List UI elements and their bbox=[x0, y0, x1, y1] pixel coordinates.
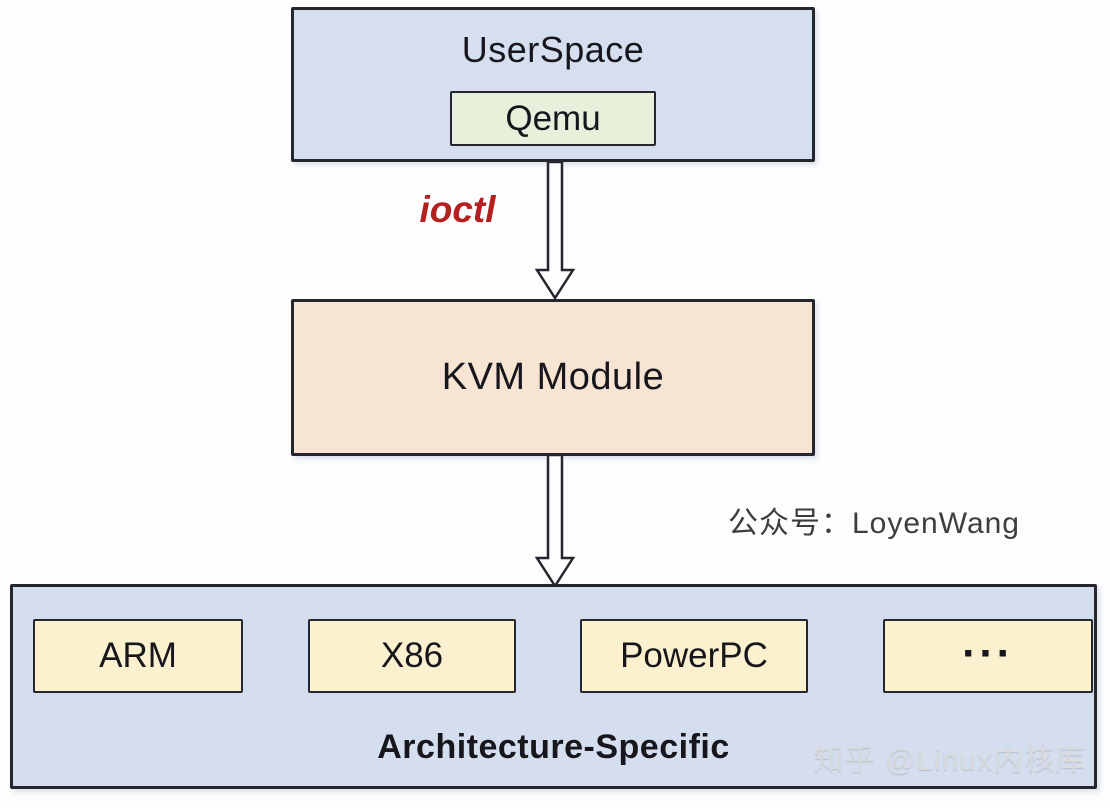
architecture-specific-box: ARM X86 PowerPC ... Architecture-Specifi… bbox=[10, 584, 1097, 789]
qemu-box: Qemu bbox=[450, 91, 656, 146]
kvm-module-label: KVM Module bbox=[441, 356, 665, 398]
arch-item-more: ... bbox=[883, 617, 1093, 693]
wechat-credit-text: 公众号：LoyenWang bbox=[728, 507, 1020, 540]
ellipsis-icon: ... bbox=[962, 617, 1014, 667]
arch-item-arm: ARM bbox=[33, 619, 243, 693]
kvm-module-box: KVM Module bbox=[291, 299, 815, 456]
down-arrow-icon bbox=[534, 161, 576, 300]
userspace-box: UserSpace Qemu bbox=[291, 7, 815, 162]
arch-item-powerpc-label: PowerPC bbox=[620, 636, 768, 675]
qemu-label: Qemu bbox=[505, 98, 601, 138]
arch-item-x86: X86 bbox=[308, 619, 516, 693]
arch-item-x86-label: X86 bbox=[380, 636, 444, 675]
architecture-specific-label: Architecture-Specific bbox=[377, 727, 730, 766]
arch-item-powerpc: PowerPC bbox=[580, 619, 808, 693]
zhihu-watermark: 知乎 @Linux内核库 bbox=[813, 744, 1086, 777]
ioctl-label: ioctl bbox=[419, 189, 496, 230]
userspace-label: UserSpace bbox=[461, 29, 645, 70]
down-arrow-icon bbox=[534, 454, 576, 588]
arch-item-arm-label: ARM bbox=[99, 636, 177, 675]
